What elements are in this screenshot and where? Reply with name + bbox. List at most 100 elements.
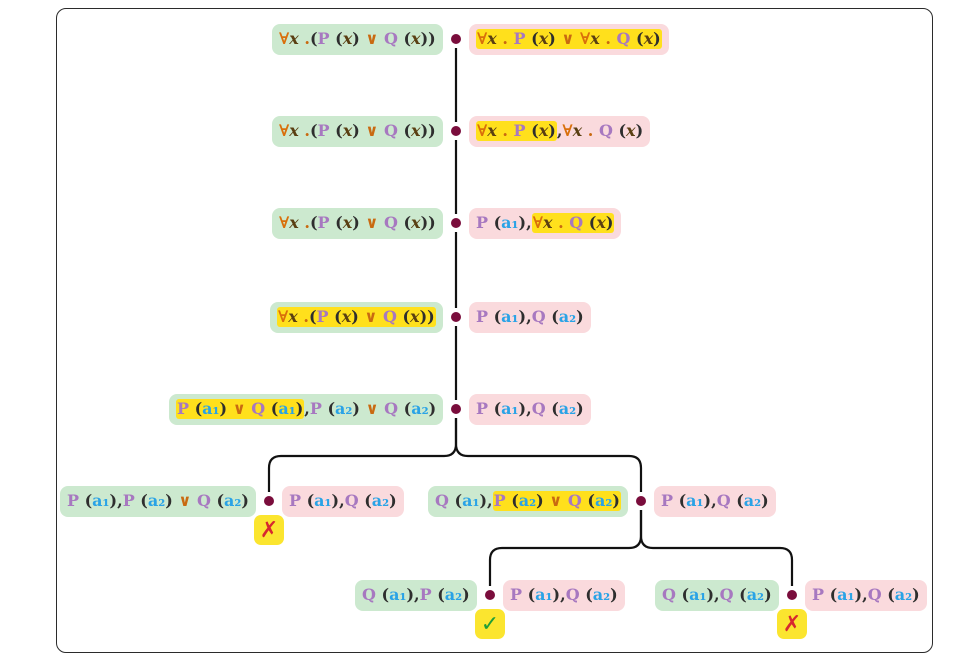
formula-token: ): [479, 491, 488, 510]
formula-token: .: [298, 29, 310, 48]
turnstile-dot: [636, 496, 646, 506]
formula-token: x: [289, 121, 299, 140]
formula: ∀x . P (x) ∨ ∀x . Q (x): [476, 29, 662, 49]
turnstile-dot: [264, 496, 274, 506]
formula-token: (: [397, 121, 412, 140]
formula: P (a₂): [420, 587, 470, 603]
formula-token: (: [525, 121, 539, 140]
formula-token: .: [496, 121, 514, 140]
antecedent-pill: P (a₁) ∨ Q (a₁), P (a₂) ∨ Q (a₂): [169, 393, 444, 425]
formula-token: P: [513, 121, 526, 140]
formula-token: ): [576, 399, 584, 418]
formula-token: ): [576, 307, 584, 326]
formula: P (a₁): [476, 309, 526, 325]
formula-token: Q: [362, 585, 376, 604]
formula-token: (: [396, 307, 411, 326]
antecedent-pill: ∀x .(P (x) ∨ Q (x)): [272, 23, 443, 55]
formula-token: ∀: [278, 307, 289, 326]
formula-token: ): [295, 399, 304, 418]
antecedent-pill: ∀x .(P (x) ∨ Q (x)): [270, 301, 443, 333]
formula-token: (: [328, 307, 342, 326]
formula-token: ): [352, 29, 360, 48]
formula-token: a₁: [278, 399, 296, 418]
formula-token: (: [448, 491, 463, 510]
formula-token: x: [411, 213, 421, 232]
formula-token: ): [331, 491, 340, 510]
formula-token: (: [321, 399, 336, 418]
formula-token: x: [626, 121, 636, 140]
closed-check-icon: ✓: [475, 609, 505, 639]
formula-token: Q: [567, 491, 582, 510]
formula-token: ): [352, 121, 360, 140]
formula-token: )): [420, 29, 436, 48]
comma-separator: ,: [339, 491, 345, 510]
formula-token: Q: [616, 29, 631, 48]
formula-token: x: [596, 213, 606, 232]
formula-token: .: [582, 121, 599, 140]
formula-token: P: [289, 491, 302, 510]
formula-token: Q: [531, 399, 546, 418]
formula-token: ): [536, 491, 544, 510]
formula-token: (: [545, 307, 559, 326]
formula-token: (: [824, 585, 838, 604]
comma-separator: ,: [560, 585, 566, 604]
comma-separator: ,: [714, 585, 720, 604]
formula-token: (: [431, 585, 445, 604]
formula: ∀x . Q (x): [531, 213, 615, 233]
succedent-pill: P (a₁), Q (a₂): [503, 579, 625, 611]
formula-token: Q: [716, 491, 731, 510]
formula-token: x: [411, 29, 421, 48]
formula-token: Q: [565, 585, 580, 604]
formula-token: x: [487, 29, 497, 48]
formula: Q (a₂): [868, 587, 920, 603]
formula-token: ): [854, 585, 863, 604]
formula-token: ): [610, 585, 618, 604]
formula-token: P: [476, 307, 489, 326]
formula-token: ): [548, 121, 556, 140]
formula-token: x: [572, 121, 583, 140]
formula-token: ): [518, 213, 527, 232]
succedent-pill: P (a₁), ∀x . Q (x): [469, 207, 622, 239]
formula-token: (: [488, 307, 502, 326]
comma-separator: ,: [526, 213, 532, 232]
formula-token: )): [420, 121, 436, 140]
formula-token: a₂: [558, 307, 577, 326]
formula-token: P: [661, 491, 674, 510]
formula-token: a₂: [335, 399, 353, 418]
formula-token: a₁: [501, 307, 519, 326]
formula-token: ): [352, 213, 360, 232]
formula-token: (: [581, 491, 595, 510]
tree-edge: [267, 418, 458, 492]
formula-token: a₂: [592, 585, 611, 604]
antecedent-pill: Q (a₁), Q (a₂): [655, 579, 779, 611]
formula-token: ): [912, 585, 920, 604]
formula-token: Q: [384, 399, 399, 418]
formula-token: (: [673, 491, 687, 510]
formula-token: ): [165, 491, 173, 510]
succedent-pill: P (a₁), Q (a₂): [282, 485, 404, 517]
formula-token: ∀: [579, 29, 591, 48]
succedent-pill: ∀x . P (x) ∨ ∀x . Q (x): [469, 23, 669, 55]
comma-separator: ,: [414, 585, 420, 604]
formula-token: P: [493, 491, 506, 510]
comma-separator: ,: [117, 491, 123, 510]
formula-token: Q: [435, 491, 449, 510]
formula-token: ): [761, 491, 769, 510]
formula: ∀x .(P (x) ∨ Q (x)): [279, 123, 436, 139]
formula-token: (: [309, 29, 318, 48]
formula-token: ∨: [359, 121, 384, 140]
formula-token: x: [410, 307, 420, 326]
formula-token: ): [612, 491, 620, 510]
formula-token: ∨: [227, 399, 252, 418]
formula: P (a₁): [661, 493, 711, 509]
formula: P (a₂) ∨ Q (a₂): [492, 491, 621, 511]
comma-separator: ,: [304, 399, 310, 418]
formula-token: ∨: [359, 29, 384, 48]
formula-token: P: [67, 491, 80, 510]
formula-token: Q: [383, 29, 398, 48]
formula-token: (: [522, 585, 536, 604]
formula-token: P: [510, 585, 523, 604]
formula-token: ∨: [172, 491, 197, 510]
formula-token: (: [733, 585, 747, 604]
formula-token: .: [599, 29, 617, 48]
